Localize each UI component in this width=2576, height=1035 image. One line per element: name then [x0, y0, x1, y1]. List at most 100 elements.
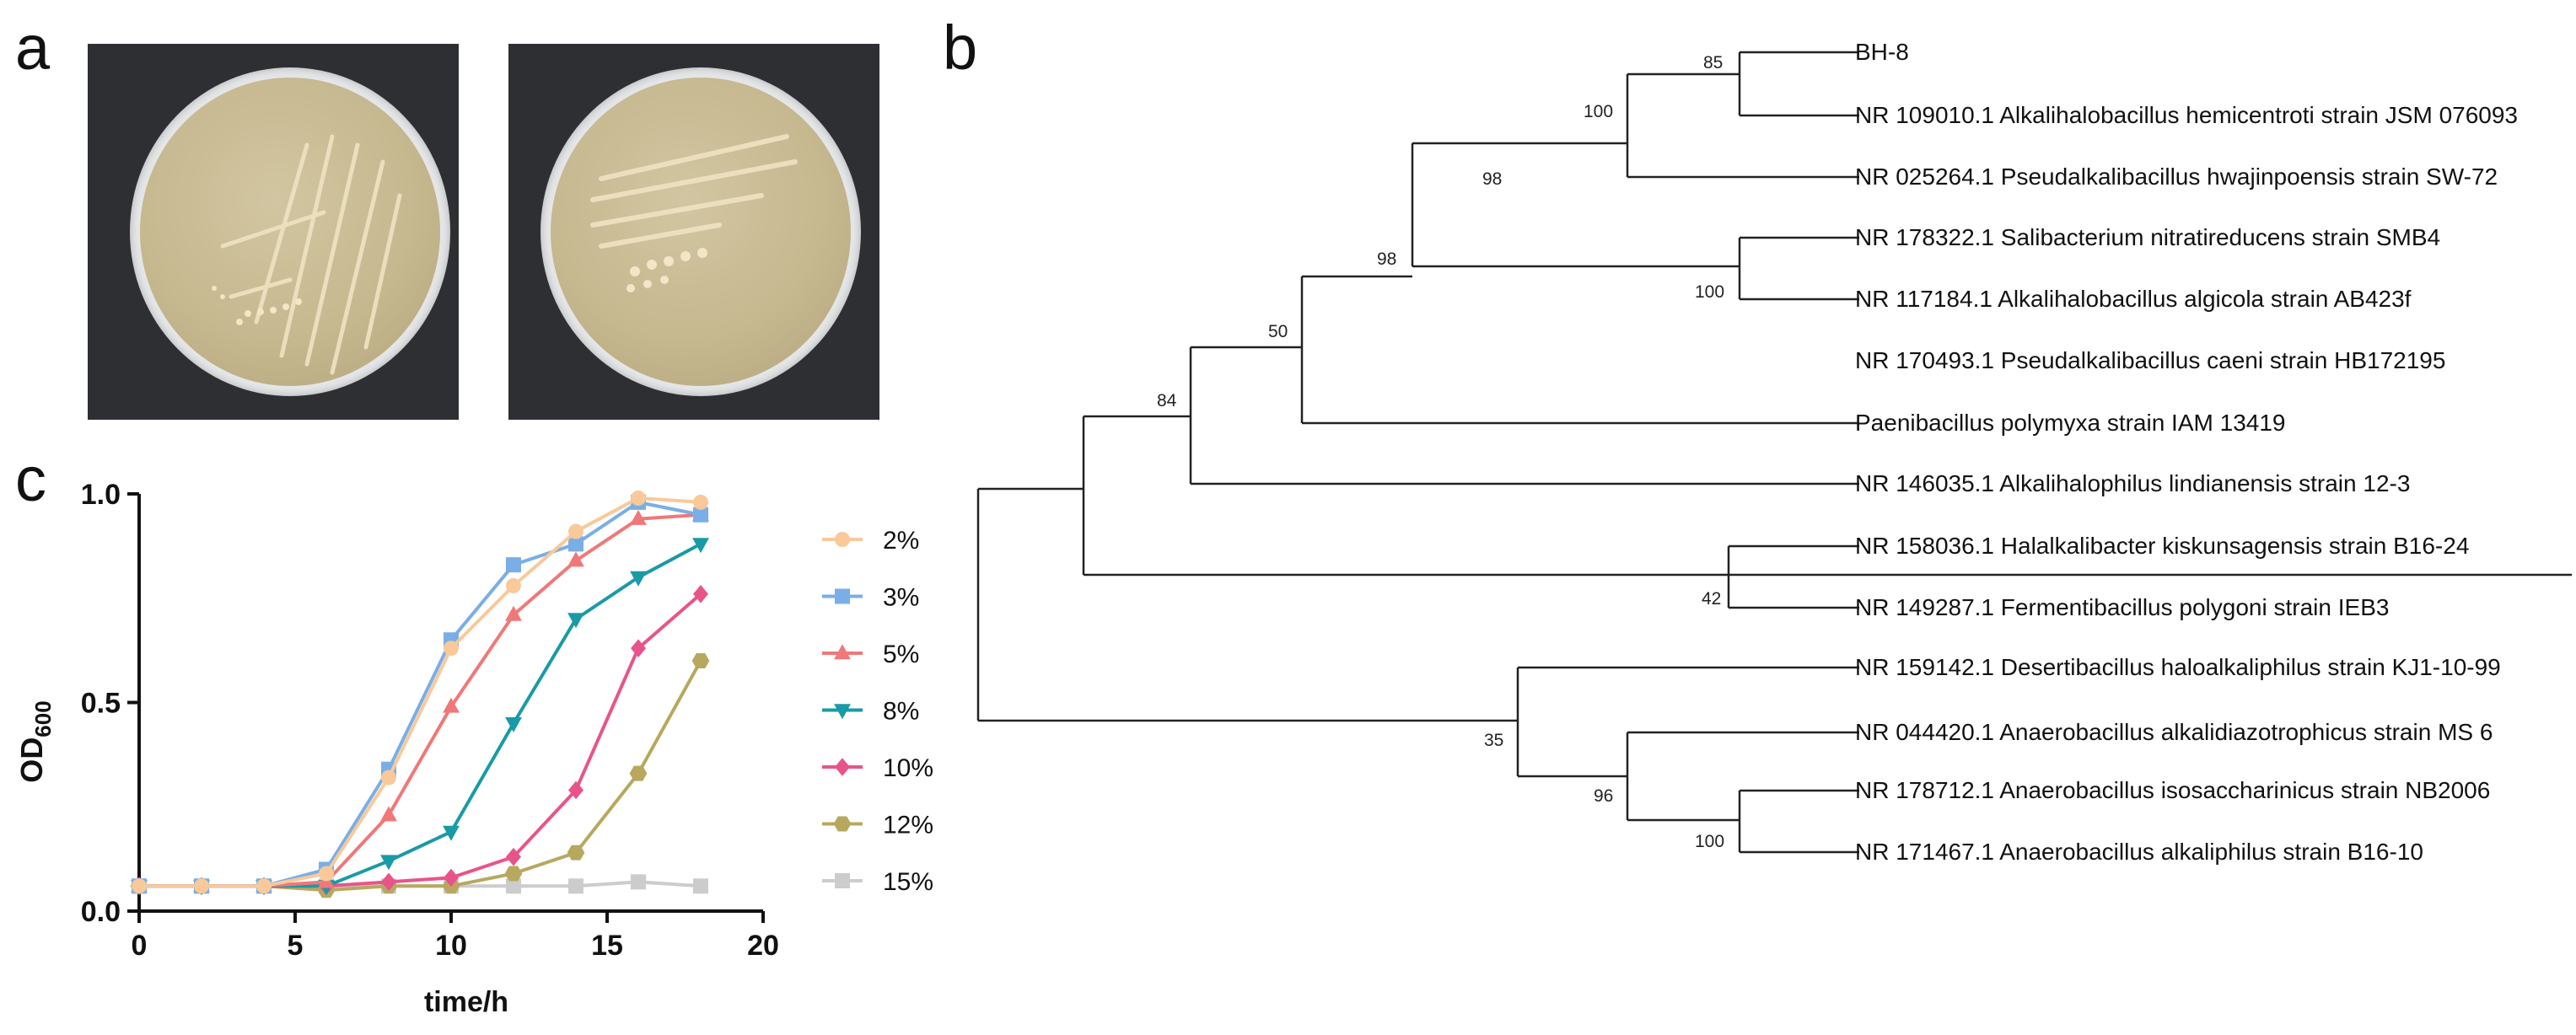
data-point: [631, 639, 646, 657]
data-point: [693, 494, 708, 510]
chart-plot-area: [130, 490, 710, 898]
colony-streaks-icon: [212, 134, 402, 375]
series-12pct: [130, 653, 710, 898]
legend-item: 10%: [822, 754, 933, 782]
data-point: [380, 806, 397, 822]
legend-label: 10%: [883, 754, 933, 782]
x-tick-label: 20: [747, 930, 779, 962]
legend-label: 8%: [883, 698, 919, 726]
data-point: [692, 538, 709, 554]
data-point: [444, 641, 459, 657]
data-point: [567, 845, 585, 861]
data-point: [835, 758, 850, 776]
series-5pct: [131, 505, 709, 893]
bootstrap-label: 100: [1695, 832, 1725, 851]
y-axis-label: OD600: [14, 700, 56, 782]
taxon-label: NR 109010.1 Alkalihalobacillus hemicentr…: [1855, 102, 2518, 128]
data-point: [506, 577, 521, 593]
taxon-label: NR 170493.1 Pseudalkalibacillus caeni st…: [1855, 347, 2446, 373]
legend-label: 5%: [883, 641, 919, 668]
data-point: [505, 605, 522, 621]
y-tick-label: 0.0: [81, 896, 121, 928]
taxon-label: NR 178322.1 Salibacterium nitratireducen…: [1855, 224, 2441, 250]
data-point: [835, 532, 850, 547]
colony-streaks-icon: [590, 134, 798, 292]
data-point: [504, 866, 523, 882]
data-point: [506, 878, 521, 894]
legend-label: 2%: [883, 527, 919, 555]
data-point: [444, 868, 459, 888]
data-point: [833, 816, 852, 832]
x-axis-label: time/h: [424, 986, 508, 1018]
panel-label-a: a: [15, 13, 51, 83]
panel-label-b: b: [943, 13, 978, 83]
legend-label: 15%: [883, 868, 933, 896]
series-line: [139, 593, 702, 888]
taxon-label: NR 146035.1 Alkalihalophilus lindianensi…: [1855, 470, 2411, 496]
data-point: [256, 878, 272, 894]
taxon-label: BH-8: [1855, 39, 1909, 65]
data-point: [630, 571, 647, 587]
data-point: [834, 704, 851, 720]
legend-item: 12%: [822, 812, 933, 839]
legend-item: 3%: [822, 584, 919, 612]
series-15pct: [132, 874, 708, 894]
data-point: [568, 523, 583, 539]
taxon-label: NR 117184.1 Alkalihalobacillus algicola …: [1855, 286, 2412, 312]
taxon-label: NR 159142.1 Desertibacillus haloalkaliph…: [1855, 654, 2501, 680]
data-point: [380, 855, 397, 871]
taxon-label: NR 158036.1 Halalkalibacter kiskunsagens…: [1855, 533, 2470, 559]
data-point: [568, 536, 583, 552]
x-tick-label: 0: [132, 930, 148, 962]
bootstrap-label: 98: [1377, 249, 1397, 269]
data-point: [835, 588, 850, 604]
y-tick-label: 0.5: [81, 688, 121, 720]
chart-legend: 2% 3% 5% 8% 10% 12% 15%: [822, 527, 933, 896]
legend-item: 15%: [822, 868, 933, 896]
data-point: [443, 697, 460, 713]
panel-label-c: c: [15, 444, 46, 514]
bootstrap-label: 100: [1695, 282, 1725, 302]
data-point: [631, 490, 646, 506]
legend-label: 3%: [883, 584, 919, 612]
series-3pct: [132, 494, 708, 894]
data-point: [381, 872, 396, 892]
bootstrap-label: 100: [1584, 102, 1614, 121]
phylogenetic-tree: [976, 51, 2572, 854]
x-tick-label: 10: [435, 930, 467, 962]
series-2pct: [132, 490, 708, 894]
legend-label: 12%: [883, 812, 933, 839]
data-point: [693, 585, 708, 603]
bootstrap-label: 85: [1703, 53, 1724, 72]
series-10pct: [132, 585, 708, 896]
taxon-label: NR 025264.1 Pseudalkalibacillus hwajinpo…: [1855, 164, 2498, 190]
data-point: [132, 878, 147, 894]
taxon-label: NR 171467.1 Anaerobacillus alkaliphilus …: [1855, 839, 2423, 865]
data-point: [629, 765, 648, 781]
plate-photo-left: [88, 44, 459, 420]
series-line: [139, 496, 702, 888]
data-point: [506, 557, 521, 573]
legend-item: 8%: [822, 698, 919, 726]
data-point: [381, 770, 396, 786]
data-point: [631, 874, 646, 890]
y-tick-label: 1.0: [81, 479, 121, 511]
data-point: [505, 717, 522, 733]
data-point: [834, 644, 851, 660]
data-point: [319, 866, 334, 882]
data-point: [567, 613, 584, 629]
data-point: [567, 551, 584, 567]
data-point: [568, 780, 583, 800]
legend-item: 2%: [822, 527, 919, 555]
data-point: [835, 873, 850, 888]
taxon-label: NR 178712.1 Anaerobacillus isosaccharini…: [1855, 777, 2491, 803]
data-point: [693, 878, 708, 894]
taxon-label: NR 149287.1 Fermentibacillus polygoni st…: [1855, 594, 2390, 620]
bootstrap-label: 50: [1268, 322, 1288, 341]
data-point: [568, 878, 583, 894]
data-point: [194, 878, 209, 894]
data-point: [693, 507, 708, 523]
bootstrap-label: 98: [1482, 169, 1503, 189]
